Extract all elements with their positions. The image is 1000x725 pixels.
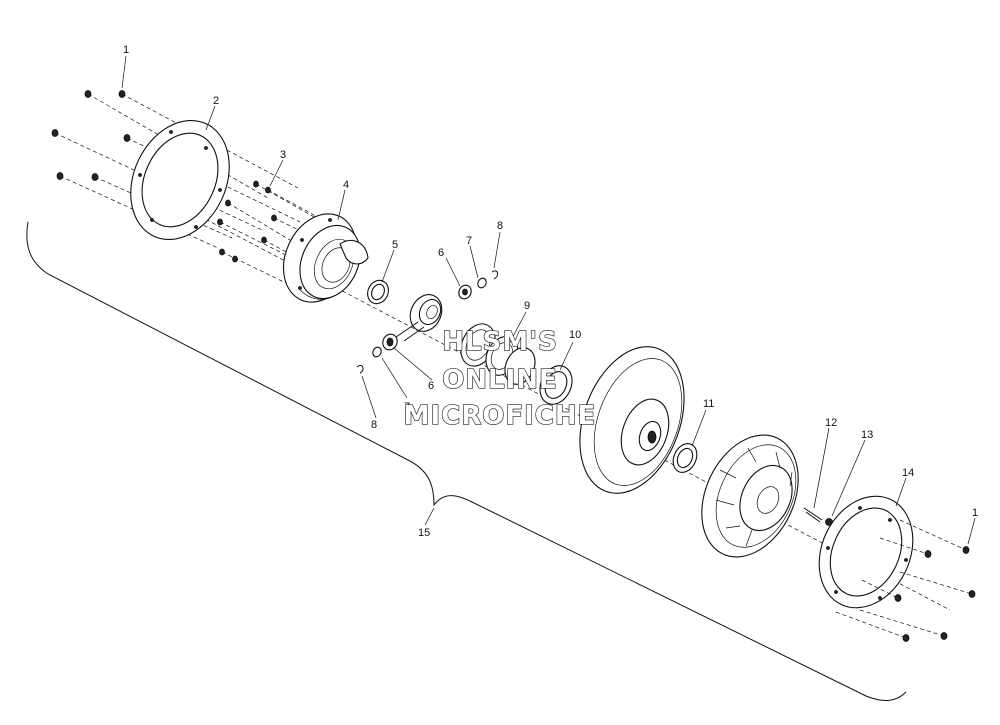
bushing-set-lower xyxy=(356,346,382,374)
movable-sheave xyxy=(579,346,685,494)
watermark-line1: HLSM'S xyxy=(442,327,558,357)
callout-6-lower: 6 xyxy=(428,380,434,392)
callout-15: 15 xyxy=(418,527,430,539)
screws-right xyxy=(835,519,976,642)
callout-14: 14 xyxy=(902,467,914,479)
roller-set xyxy=(460,323,536,385)
callout-8-upper: 8 xyxy=(497,220,503,232)
cover-housing xyxy=(283,213,369,303)
watermark-line2: ONLINE xyxy=(442,365,558,395)
oring-small xyxy=(367,279,389,305)
callout-labels: 1 2 3 4 5 6 7 8 9 10 6 7 8 11 12 13 14 1… xyxy=(123,44,978,539)
callout-1-right: 1 xyxy=(972,507,978,519)
gasket-ring-left xyxy=(130,119,230,241)
callout-7-lower: 7 xyxy=(404,401,410,413)
spring-ring xyxy=(539,365,573,405)
watermark-line3: MICROFICHE xyxy=(404,401,597,431)
callout-6-upper: 6 xyxy=(438,247,444,259)
spider-shaft xyxy=(382,294,443,351)
callout-7-upper: 7 xyxy=(466,235,472,247)
callout-1-left: 1 xyxy=(123,44,129,56)
callout-13: 13 xyxy=(861,429,873,441)
pin-and-nut xyxy=(803,507,833,526)
callout-11: 11 xyxy=(703,398,714,410)
callout-10: 10 xyxy=(569,329,581,341)
callout-4: 4 xyxy=(343,179,349,191)
callout-9: 9 xyxy=(524,300,530,312)
callout-8-lower: 8 xyxy=(371,419,377,431)
watermark: HLSM'S ONLINE MICROFICHE xyxy=(403,326,597,431)
fixed-sheave-cover xyxy=(701,434,799,558)
washer xyxy=(672,443,698,473)
assembly-bracket xyxy=(26,221,907,701)
leader-lines xyxy=(121,55,976,545)
callout-5: 5 xyxy=(392,239,398,251)
callout-3: 3 xyxy=(280,149,286,161)
bushing-set-upper xyxy=(458,270,499,300)
callout-2: 2 xyxy=(213,95,219,107)
gasket-ring-right xyxy=(818,495,914,609)
callout-12: 12 xyxy=(825,417,837,429)
